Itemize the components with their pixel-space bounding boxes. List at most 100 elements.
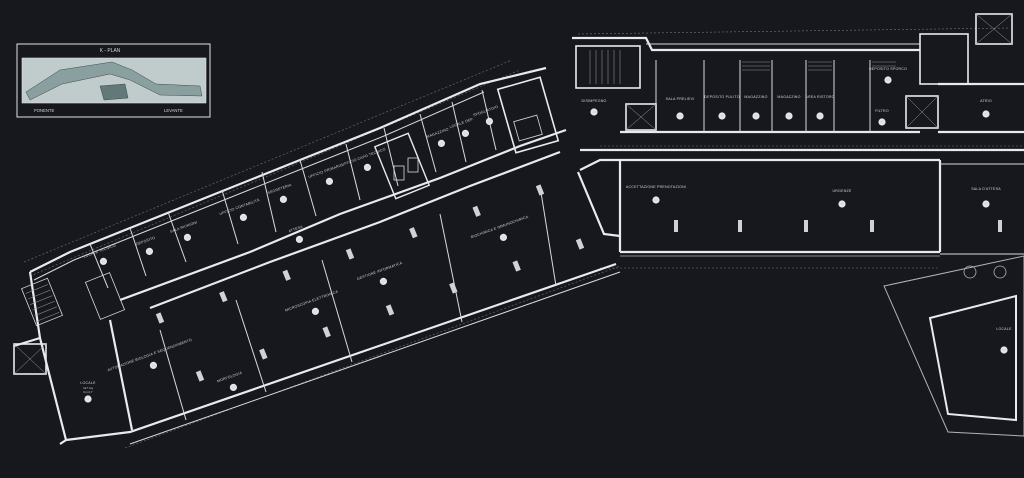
room-11: DEPOSITO 11 <box>136 236 156 255</box>
room-name: DEPOSITO SPORCO <box>869 67 907 71</box>
structural-column <box>259 348 268 360</box>
keyplan-left-label: PONENTE <box>34 108 54 113</box>
room-name: BIOCHIMICA E IMMUNOCHIMICA <box>470 215 529 240</box>
room-23: LOCALE DEP. 23 <box>449 117 474 137</box>
room-name: ATRIO <box>980 99 992 103</box>
room-number: 25 <box>487 119 492 124</box>
room-number: 37 <box>880 120 884 124</box>
keyplan-title: K - PLAN <box>100 48 121 54</box>
dimension-lines <box>23 27 1024 449</box>
room-42: SALA D'ATTESA 42 <box>971 187 1001 208</box>
structural-column <box>998 220 1002 232</box>
room-name: UFFICIO PRIMARIO <box>308 163 344 179</box>
room-height: hm 2,7 <box>83 390 93 394</box>
room-number: 18 <box>365 165 370 170</box>
room-name: SALA PRELIEVI <box>666 97 695 101</box>
structural-column <box>155 312 165 324</box>
room-name: LOCALE <box>996 327 1012 331</box>
room-number: 15 <box>281 197 286 202</box>
structural-column <box>345 248 355 260</box>
structural-column <box>472 205 481 217</box>
room-29: SALA PRELIEVI 29 <box>666 97 695 120</box>
room-name: MAGAZZINO <box>426 127 449 139</box>
room-number: 23 <box>463 131 468 136</box>
room-33: AREA RISTORO 33 <box>805 95 834 120</box>
structural-column <box>322 326 331 338</box>
room-name: SALA D'ATTESA <box>971 187 1001 191</box>
room-10: LOCALE TECNICO 10 <box>83 243 116 265</box>
room-number: 17 <box>327 179 332 184</box>
room-name: FILTRO <box>875 109 889 113</box>
room-number: 43 <box>1002 348 1006 352</box>
structural-column <box>219 291 228 303</box>
keyplan-right-label: LEVANTE <box>164 108 183 113</box>
room-name: MAGAZZINO <box>777 95 800 99</box>
room-2c: MICROSCOPIA ELETTRONICA 2c <box>285 289 339 315</box>
room-name: URGENZE <box>833 189 852 193</box>
room-number: 29 <box>678 114 682 118</box>
room-17: UFFICIO PRIMARIO 17 <box>308 163 344 185</box>
structural-column <box>575 238 585 250</box>
room-15: SEGRETERIA 15 <box>267 183 293 203</box>
room-name: AUTOMAZIONE BIOLOGIA E SEQUENZIAMENTO <box>107 338 193 372</box>
room-number: 42 <box>984 202 988 206</box>
room-number: 11 <box>147 249 152 254</box>
structural-column <box>804 220 808 232</box>
room-30: DEPOSITO PULITO 30 <box>704 95 740 120</box>
room-2a: AUTOMAZIONE BIOLOGIA E SEQUENZIAMENTO 2a <box>107 338 193 372</box>
room-number: 33 <box>818 114 822 118</box>
room-number: 2d <box>381 279 386 284</box>
room-2e: BIOCHIMICA E IMMUNOCHIMICA 2e <box>470 215 529 241</box>
room-number: 22 <box>439 141 444 146</box>
room-name: MORFOLOGIA <box>217 371 244 384</box>
structural-column <box>738 220 742 232</box>
room-number: 40 <box>840 202 844 206</box>
room-name: SEGRETERIA <box>267 183 292 196</box>
room-1: LOCALE 117 mq hm 2,7 1 <box>80 381 96 403</box>
room-16: ATTESA 16 <box>288 224 304 243</box>
room-28: DISIMPEGNO 28 <box>582 99 607 116</box>
room-name: LOCALE <box>80 381 96 385</box>
room-name: LOCALE DEP. <box>449 117 474 129</box>
room-name: ACCETTAZIONE PRENOTAZIONI <box>626 185 686 189</box>
west-wing <box>13 66 621 445</box>
room-2b: MORFOLOGIA 2b <box>217 371 244 391</box>
structural-column <box>409 227 418 239</box>
room-number: 32 <box>787 114 791 118</box>
room-number: 28 <box>592 110 596 114</box>
structural-column <box>512 260 521 272</box>
room-38: DEPOSITO SPORCO 38 <box>869 67 907 84</box>
east-wing <box>572 13 1024 437</box>
room-number: 2b <box>231 385 236 390</box>
room-name: DISIMPEGNO <box>582 99 607 103</box>
room-name: DEPOSITO <box>136 236 156 247</box>
room-37: FILTRO 37 <box>875 109 889 126</box>
room-22: MAGAZZINO 22 <box>426 127 449 147</box>
room-name: GESTIONE INFORMATICA <box>356 261 403 281</box>
structural-column <box>385 304 395 316</box>
room-number: 39 <box>654 198 658 202</box>
room-labels: LOCALE 117 mq hm 2,7 1 AUTOMAZIONE BIOLO… <box>80 67 1012 403</box>
room-number: 13 <box>185 235 190 240</box>
structural-column <box>195 370 205 382</box>
structural-column <box>282 269 291 281</box>
room-32: MAGAZZINO 32 <box>777 95 800 120</box>
structural-column <box>870 220 874 232</box>
room-41: ATRIO 41 <box>980 99 992 118</box>
room-name: DEPOSITO PULITO <box>704 95 739 99</box>
room-number: 30 <box>720 114 724 118</box>
room-39: ACCETTAZIONE PRENOTAZIONI 39 <box>626 185 686 204</box>
room-31: MAGAZZINO 31 <box>744 95 767 120</box>
room-number: 10 <box>101 259 106 264</box>
structural-column <box>674 220 678 232</box>
room-number: 2a <box>151 363 156 368</box>
room-number: 38 <box>886 78 890 82</box>
columns <box>155 184 1002 382</box>
room-number: 14 <box>241 215 246 220</box>
room-13: SALA RIUNIONI 13 <box>169 220 198 241</box>
structural-column <box>535 184 545 196</box>
room-40: URGENZE 40 <box>833 189 852 208</box>
structural-column <box>449 282 458 294</box>
room-43: LOCALE 43 <box>996 327 1012 354</box>
